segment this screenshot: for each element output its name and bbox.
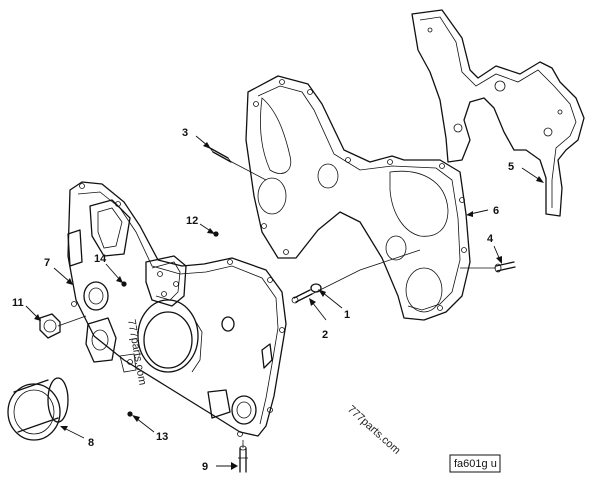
part-12-dowel (213, 231, 219, 237)
part-13-plug (127, 411, 133, 417)
figure-id-box: fa601g u (449, 454, 501, 473)
callout-6: 6 (493, 205, 499, 217)
callout-13: 13 (156, 431, 168, 443)
callout-7: 7 (44, 257, 50, 269)
callout-labels: 1 2 3 4 5 6 7 8 9 11 12 13 14 (12, 127, 514, 473)
part-2-screw (291, 289, 313, 304)
watermark-text: 777parts.com (345, 403, 403, 457)
part-4-stud (494, 261, 516, 273)
part-6-front-cover (245, 75, 471, 321)
figure-id-label: fa601g u (454, 458, 497, 470)
callout-8: 8 (88, 437, 94, 449)
leader-lines (25, 135, 544, 470)
callout-2: 2 (322, 329, 328, 341)
part-5-gasket (411, 9, 585, 217)
part-11-plug (39, 313, 61, 339)
callout-4: 4 (487, 233, 494, 245)
alignment-lines (57, 159, 496, 448)
part-3-pin (209, 147, 232, 163)
callout-14: 14 (94, 253, 107, 265)
watermark-text-vertical: 777parts.com (125, 318, 148, 386)
callout-5: 5 (508, 161, 514, 173)
callout-3: 3 (182, 127, 188, 139)
part-7-gear-housing (67, 181, 287, 437)
callout-11: 11 (12, 297, 24, 309)
part-8-seal-ring (7, 377, 69, 441)
part-9-stud (238, 445, 248, 473)
callout-1: 1 (344, 309, 350, 321)
callout-9: 9 (202, 461, 208, 473)
callout-12: 12 (186, 215, 198, 227)
